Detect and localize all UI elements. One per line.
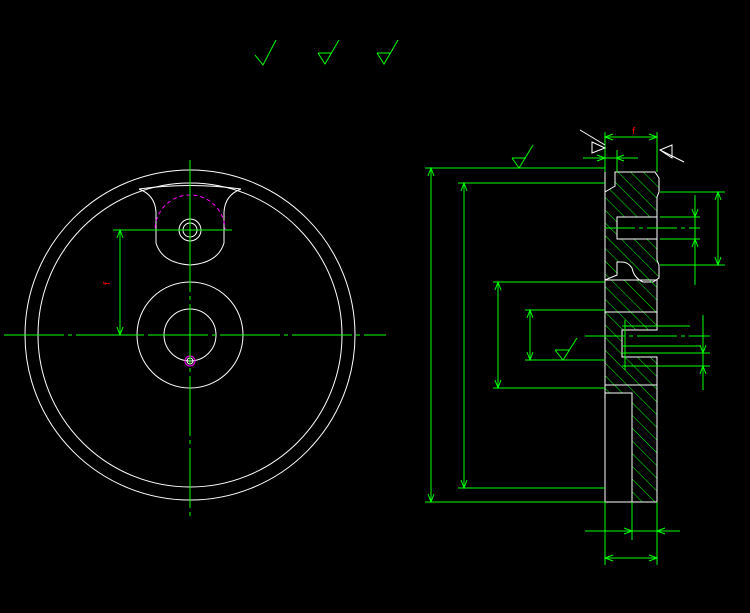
- front-centerlines: [4, 160, 386, 520]
- roughness-symbol-1: [254, 39, 277, 66]
- side-top-dimension-text: f: [632, 127, 636, 137]
- roughness-legend: [254, 39, 399, 66]
- side-right-dimensions: [622, 190, 725, 390]
- section-hub: [604, 311, 658, 386]
- side-bottom-dimensions: [585, 502, 680, 565]
- front-dimension-text: f: [103, 281, 113, 285]
- datum-markers: [579, 129, 685, 163]
- side-diameter-dimensions: [427, 166, 534, 504]
- front-view: f: [4, 160, 386, 520]
- front-vertical-dimension: [113, 228, 180, 337]
- side-extension-lines: [425, 167, 710, 503]
- side-roughness-symbols: [511, 144, 578, 361]
- side-top-dimension: [583, 132, 659, 172]
- roughness-symbol-2: [317, 39, 340, 65]
- section-web: [604, 279, 658, 313]
- side-view: f: [425, 127, 725, 565]
- section-lower-rim-face: [604, 392, 633, 503]
- roughness-symbol-3: [376, 39, 399, 65]
